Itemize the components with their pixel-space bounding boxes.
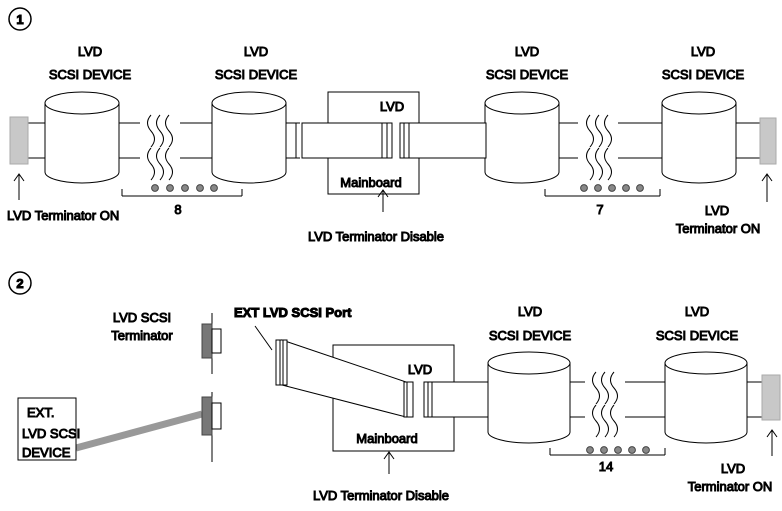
device-2-title: LVD SCSI DEVICE	[214, 44, 298, 83]
diagram-1-number: 1	[16, 12, 23, 27]
internal-ribbon-cable	[275, 339, 414, 418]
arrow-board-terminator-1	[377, 189, 389, 212]
scsi-device-3	[484, 91, 560, 184]
ext-port-label: EXT LVD SCSI Port	[234, 305, 352, 320]
device-5-title-line1: LVD	[518, 304, 542, 319]
terminator-1-right	[759, 117, 777, 165]
device-2-title-line1: LVD	[244, 44, 268, 59]
device-2-title-line2: SCSI DEVICE	[215, 67, 298, 82]
ext-port-pointer	[254, 325, 273, 351]
diagram-2-number-circle	[8, 271, 32, 295]
cable-break-1-left	[140, 110, 180, 181]
device-4-title: LVD SCSI DEVICE	[661, 44, 745, 83]
device-1-title: LVD SCSI DEVICE	[48, 44, 132, 83]
device-count-2: 14	[599, 459, 613, 474]
diagram-1: 1 LVD SCSI DEVICE LVD SCSI DEVICE LVD SC…	[7, 7, 777, 245]
device-4-title-line1: LVD	[691, 44, 715, 59]
terminator-1-left	[9, 116, 29, 165]
arrow-terminator-1-right	[761, 173, 773, 202]
cable-2-board-segment	[423, 381, 489, 418]
device-6-title-line2: SCSI DEVICE	[656, 328, 739, 343]
terminator-1-right-label-line1: LVD	[705, 203, 729, 218]
mainboard-2-lvd-label: LVD	[408, 362, 432, 377]
diagram-1-number-circle	[8, 7, 32, 31]
device-5-title: LVD SCSI DEVICE	[488, 304, 572, 344]
device-3-title-line2: SCSI DEVICE	[486, 67, 569, 82]
ext-device-label-line1: EXT.	[27, 405, 54, 420]
device-3-title-line1: LVD	[515, 44, 539, 59]
ext-device-connector	[75, 396, 222, 452]
ext-terminator-connector	[201, 323, 222, 359]
cable-1-board-left-segment	[301, 122, 393, 159]
device-3-title: LVD SCSI DEVICE	[485, 44, 569, 83]
mainboard-2-label: Mainboard	[356, 431, 417, 446]
ext-device-box	[17, 397, 77, 461]
cable-1-board-right-segment	[399, 122, 487, 159]
device-6-title: LVD SCSI DEVICE	[655, 304, 739, 344]
terminator-2-right-label-line2: Terminator ON	[688, 479, 773, 494]
device-5-title-line2: SCSI DEVICE	[489, 328, 572, 343]
ext-device-label-line3: DEVICE	[22, 445, 71, 460]
terminator-2-right	[761, 374, 781, 421]
scsi-device-4	[661, 91, 737, 184]
cable-break-1-right	[578, 110, 618, 181]
cable-break-2	[585, 368, 625, 438]
diagram-2: 2 LVD SCSI Terminator EXT LVD SCSI Port …	[8, 271, 781, 504]
scsi-device-5	[487, 351, 571, 444]
terminator-1-left-label: LVD Terminator ON	[7, 208, 119, 223]
scsi-device-1	[44, 91, 120, 184]
ext-terminator-label-line1: LVD SCSI	[113, 310, 171, 325]
terminator-1-right-label-line2: Terminator ON	[676, 221, 761, 236]
mainboard-1-lvd-label: LVD	[380, 99, 404, 114]
mainboard-1-label: Mainboard	[340, 175, 401, 190]
device-4-title-line2: SCSI DEVICE	[662, 67, 745, 82]
device-1-title-line1: LVD	[78, 44, 102, 59]
device-count-bracket-2	[549, 446, 666, 456]
scsi-device-2	[211, 91, 287, 184]
device-count-1-left: 8	[174, 202, 181, 217]
arrow-terminator-1-left	[13, 173, 25, 200]
arrow-terminator-2-right	[766, 429, 778, 456]
device-1-title-line2: SCSI DEVICE	[49, 67, 132, 82]
arrow-board-terminator-2	[383, 451, 395, 474]
device-count-bracket-1-right	[544, 184, 661, 197]
scsi-device-6	[664, 351, 748, 444]
board-terminator-2-label: LVD Terminator Disable	[313, 488, 449, 503]
ext-terminator-label-line2: Terminator	[111, 328, 173, 343]
terminator-2-right-label-line1: LVD	[721, 461, 745, 476]
ext-device-label-line2: LVD SCSI	[22, 426, 80, 441]
device-count-bracket-1-left	[121, 184, 243, 197]
board-terminator-1-label: LVD Terminator Disable	[308, 229, 444, 244]
device-count-1-right: 7	[596, 202, 603, 217]
diagram-2-number: 2	[16, 276, 23, 291]
device-6-title-line1: LVD	[685, 304, 709, 319]
